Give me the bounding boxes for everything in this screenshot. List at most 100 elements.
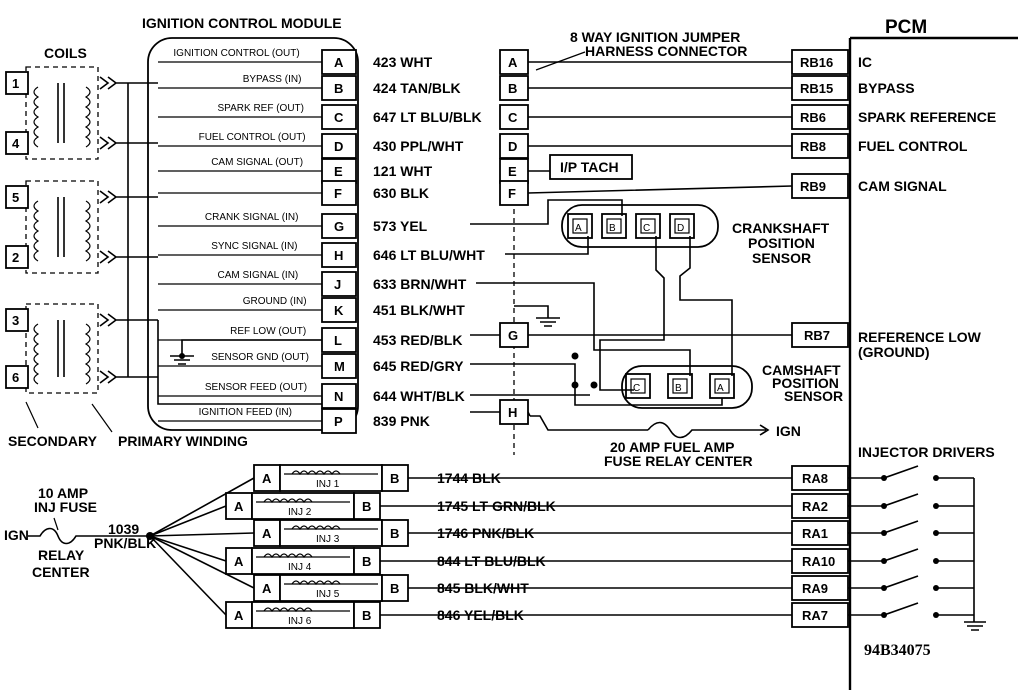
cam-pin-box [667, 373, 693, 399]
icm-wire-label: 646 LT BLU/WHT [373, 247, 485, 263]
jumper-pin-letter: H [508, 405, 517, 420]
injector-wire-label: 846 YEL/BLK [437, 607, 524, 623]
primary-pointer [91, 403, 113, 433]
fuse-relay-line1: 20 AMP FUEL AMP [610, 439, 734, 455]
injector-pcm-pin-label: RA7 [802, 608, 828, 623]
crank-pin-letter: B [609, 223, 616, 234]
injector-pin-a-label: A [234, 554, 244, 569]
icm-signal-label: SYNC SIGNAL (IN) [211, 241, 297, 252]
coil-terminal-box [5, 245, 29, 269]
injector-pin-b-label: B [390, 581, 399, 596]
cam-pin-letter: A [717, 383, 724, 394]
injector-wire-label: 1744 BLK [437, 470, 501, 486]
injector-pcm-pin-label: RA8 [802, 471, 828, 486]
jumper-pin-letter: G [508, 328, 518, 343]
injector-name: INJ 2 [288, 507, 312, 518]
coil-terminal-number: 4 [12, 136, 20, 151]
crank-pin-inner [572, 218, 588, 234]
icm-pin-letter: E [334, 164, 343, 179]
injector-pin-a [225, 547, 253, 575]
injector-pin-a [253, 464, 281, 492]
coil-connector-chevron [99, 370, 128, 384]
injector-pcm-pin-label: RA1 [802, 526, 828, 541]
pcm-pin-box [791, 104, 849, 130]
pcm-pin-label: RB8 [800, 139, 826, 154]
coil-pack-outline [25, 180, 99, 274]
secondary-pointer [25, 401, 39, 429]
injector-body [279, 519, 383, 547]
pcm-signal-label: CAM SIGNAL [858, 178, 947, 194]
driver-switch [883, 602, 919, 616]
injector-wire-label: 844 LT BLU/BLK [437, 553, 546, 569]
ref-low-label-line1: REFERENCE LOW [858, 329, 982, 345]
icm-signal-label: REF LOW (OUT) [230, 326, 306, 337]
icm-pin-letter: L [334, 333, 342, 348]
jumper-pin-box [499, 49, 529, 75]
icm-signal-label: SENSOR GND (OUT) [211, 352, 309, 363]
jumper-pin-letter: F [508, 186, 516, 201]
crank-pin-box [669, 213, 695, 239]
cam-pin-box [625, 373, 651, 399]
injector-name: INJ 3 [316, 534, 340, 545]
driver-switch [883, 575, 919, 589]
fuse-relay-ign: IGN [776, 423, 801, 439]
injector-body [251, 492, 355, 520]
icm-title: IGNITION CONTROL MODULE [142, 15, 342, 31]
icm-pin-letter: P [334, 414, 343, 429]
icm-signal-label: IGNITION CONTROL (OUT) [173, 48, 299, 59]
crank-label-line3: SENSOR [752, 250, 811, 266]
inj-fuse-symbol [28, 517, 154, 545]
secondary-label: SECONDARY [8, 433, 98, 449]
injector-pcm-pin-box [791, 548, 849, 574]
crank-pin-inner [674, 218, 690, 234]
injector-name: INJ 5 [316, 589, 340, 600]
icm-wire-label: 647 LT BLU/BLK [373, 109, 482, 125]
jumper-lower-wires [470, 334, 792, 417]
injector-pcm-pin-box [791, 520, 849, 546]
driver-ground-symbol [964, 478, 986, 631]
pcm-pin-box [791, 173, 849, 199]
coil-terminal-number: 6 [12, 370, 19, 385]
crank-pin-inner [640, 218, 656, 234]
pcm-signal-label: SPARK REFERENCE [858, 109, 996, 125]
pcm-outline [848, 36, 1018, 690]
coil-pack-outline [25, 66, 99, 160]
injector-pin-b [353, 492, 381, 520]
icm-pin-box [321, 408, 357, 434]
injector-feed-wire [149, 532, 255, 537]
injector-feed-wire [149, 535, 255, 589]
icm-pin-box [321, 213, 357, 239]
crank-label-line2: POSITION [748, 235, 815, 251]
cam-label-line2: POSITION [772, 375, 839, 391]
pcm-pin-label: RB6 [800, 110, 826, 125]
injector-name: INJ 4 [288, 562, 312, 573]
injector-pin-b [381, 464, 409, 492]
coil-terminal-box [5, 185, 29, 209]
icm-pin-letter: K [334, 303, 344, 318]
injector-pin-b-label: B [390, 471, 399, 486]
jumper-title-line2: HARNESS CONNECTOR [585, 43, 747, 59]
ignition-feed-loop [157, 320, 322, 405]
icm-signal-label: SPARK REF (OUT) [218, 103, 304, 114]
coil-secondary-winding [33, 86, 40, 148]
cam-label-line3: SENSOR [784, 388, 843, 404]
coil-primary-winding [84, 86, 91, 148]
coil-connector-chevron [99, 76, 128, 90]
icm-wire-label: 573 YEL [373, 218, 428, 234]
icm-signal-label: CAM SIGNAL (IN) [218, 270, 299, 281]
inj-feed-line1: 1039 [108, 521, 139, 537]
injector-pin-a-label: A [262, 581, 272, 596]
figure-code: 94B34075 [864, 642, 931, 659]
injector-pin-b [353, 601, 381, 629]
injector-feed-wire [149, 535, 227, 616]
icm-signal-label: IGNITION FEED (IN) [199, 407, 292, 418]
injector-pcm-pin-label: RA2 [802, 499, 828, 514]
pcm-signal-label: IC [858, 54, 872, 70]
injector-pin-a [225, 601, 253, 629]
pcm-title: PCM [885, 17, 927, 38]
